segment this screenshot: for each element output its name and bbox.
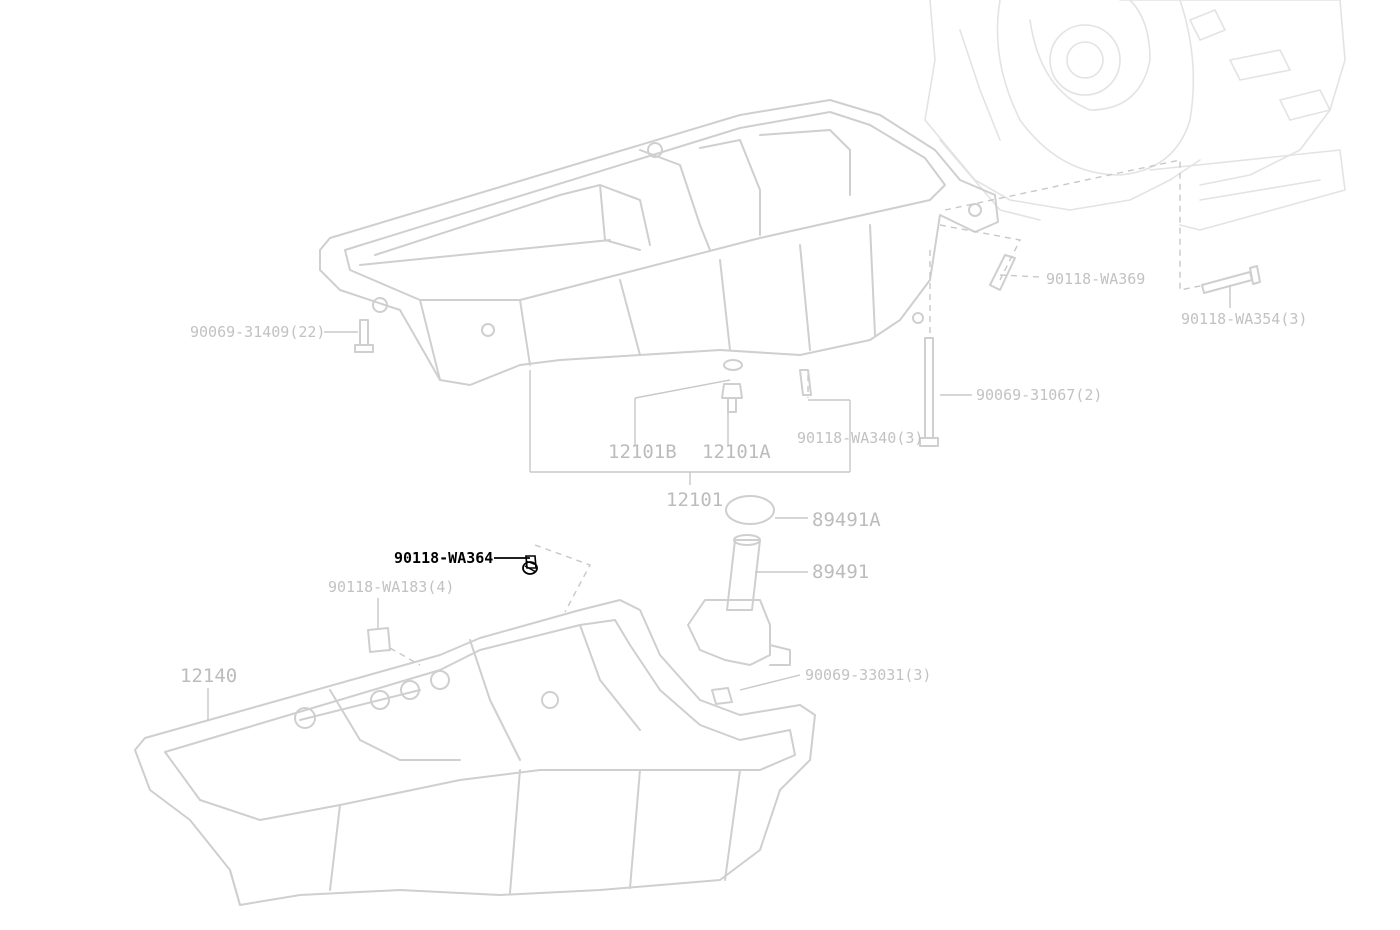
part-label[interactable]: 89491A	[812, 509, 881, 531]
drain-plug-art	[721, 359, 743, 413]
bolt-icon	[522, 555, 538, 575]
transmission-housing-art	[924, 0, 1346, 231]
part-label[interactable]: 12101A	[702, 441, 771, 463]
bolt-art	[354, 254, 1261, 705]
highlighted-part-label[interactable]: 90118-WA364	[394, 549, 493, 567]
oil-level-sensor-art	[687, 495, 791, 666]
part-label[interactable]: 90118-WA354(3)	[1181, 310, 1307, 328]
leader-lines	[207, 159, 1231, 720]
part-label[interactable]: 12101	[666, 489, 723, 511]
highlighted-part[interactable]: 90118-WA364	[394, 549, 538, 575]
upper-oil-pan-art	[319, 99, 999, 386]
part-label[interactable]: 90118-WA340(3)	[797, 429, 923, 447]
part-label[interactable]: 90069-33031(3)	[805, 666, 931, 684]
part-label[interactable]: 90069-31067(2)	[976, 386, 1102, 404]
part-label[interactable]: 89491	[812, 561, 869, 583]
part-label[interactable]: 90118-WA183(4)	[328, 578, 454, 596]
part-label[interactable]: 90069-31409(22)	[190, 323, 325, 341]
lower-oil-pan-art	[134, 599, 816, 906]
part-label[interactable]: 12101B	[608, 441, 677, 463]
part-label[interactable]: 90118-WA369	[1046, 270, 1145, 288]
part-label[interactable]: 12140	[180, 665, 237, 687]
